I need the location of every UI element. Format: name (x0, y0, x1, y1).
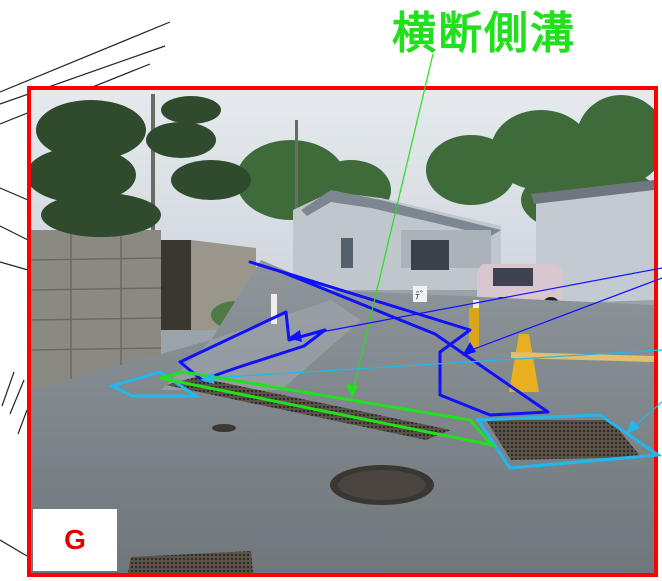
cross-drain-title: 横断側溝 (392, 8, 576, 59)
parking-sign-text: ﾃﾞ (415, 290, 425, 302)
street-photo: ﾃﾞ (31, 90, 654, 573)
site-photo-frame: ﾃﾞ (27, 86, 658, 577)
photo-label: G (33, 509, 117, 571)
